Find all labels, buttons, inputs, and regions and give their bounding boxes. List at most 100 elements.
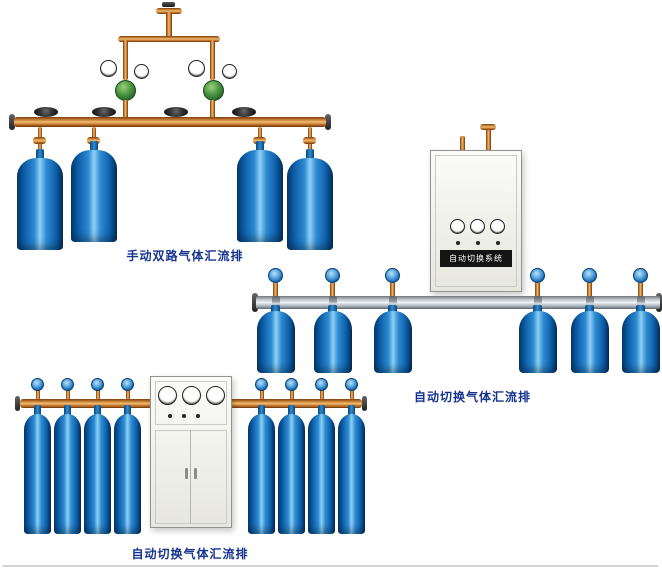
door-handle (194, 468, 197, 479)
cylinder-neck (348, 405, 355, 415)
pipe-joint (272, 296, 280, 309)
valve-stem (638, 282, 643, 297)
pressure-gauge-icon (470, 219, 485, 234)
cylinder-neck (34, 405, 41, 415)
gas-cylinder (114, 414, 141, 534)
cylinder-neck (256, 141, 264, 151)
regulator-outlet-pipe (123, 100, 128, 119)
pipe-joint (637, 296, 645, 309)
regulator-body (203, 80, 224, 101)
cabinet-inlet-pipe (486, 128, 491, 152)
valve-stem (273, 282, 278, 297)
cylinder-neck (306, 149, 314, 159)
valve-stem (126, 386, 130, 400)
cabinet-panel-outline (435, 155, 517, 287)
indicator-light (168, 414, 172, 418)
door-divider (190, 430, 191, 524)
cylinder-neck (64, 405, 71, 415)
pressure-gauge-icon (188, 60, 205, 77)
cylinder-neck (271, 305, 280, 313)
valve-handwheel-icon (92, 107, 116, 117)
gas-cylinder (308, 414, 335, 534)
gas-cylinder (278, 414, 305, 534)
manifold-pipe (14, 117, 326, 127)
valve-stem (390, 282, 395, 297)
left-drop-pipe (123, 40, 128, 80)
product-caption: 自动切换气体汇流排 (131, 547, 249, 561)
valve-stem (66, 386, 70, 400)
top-valve-handle (162, 2, 175, 7)
pipe-joint (586, 296, 594, 309)
cabinet-panel-outline (155, 381, 227, 425)
page-bottom-divider (2, 565, 658, 567)
indicator-light (496, 241, 500, 245)
regulator-body (115, 80, 136, 101)
cylinder-neck (636, 305, 645, 313)
manifold-end-cap (362, 396, 367, 411)
product-caption: 手动双路气体汇流排 (126, 249, 244, 263)
valve-handwheel-icon (34, 107, 58, 117)
pipe-joint (534, 296, 542, 309)
regulator-outlet-pipe (210, 100, 215, 119)
valve-stem (36, 386, 40, 400)
manifold-pipe (256, 296, 660, 309)
gas-cylinder (622, 311, 660, 373)
cabinet-inlet-pipe (460, 136, 465, 152)
cylinder-neck (258, 405, 265, 415)
gas-cylinder (237, 150, 283, 242)
cabinet-inlet-valve (480, 124, 496, 130)
cylinder-neck (388, 305, 397, 313)
riser-pipe (166, 12, 172, 40)
gas-cylinder (314, 311, 352, 373)
manifold-end-cap (325, 114, 331, 130)
valve-stem (587, 282, 592, 297)
product-caption: 自动切换气体汇流排 (413, 390, 531, 404)
valve-stem (320, 386, 324, 400)
cylinder-valve (303, 137, 316, 144)
pressure-gauge-icon (182, 386, 201, 405)
cylinder-valve-cap (582, 268, 597, 283)
valve-stem (290, 386, 294, 400)
gas-cylinder (54, 414, 81, 534)
cylinder-valve-cap (255, 378, 268, 391)
gas-cylinder (519, 311, 557, 373)
pipe-joint (329, 296, 337, 309)
gas-cylinder (24, 414, 51, 534)
cylinder-valve-cap (61, 378, 74, 391)
cylinder-neck (328, 305, 337, 313)
pressure-gauge-icon (450, 219, 465, 234)
cylinder-valve-cap (91, 378, 104, 391)
pressure-gauge-icon (206, 386, 225, 405)
gas-cylinder (84, 414, 111, 534)
pressure-gauge-icon (100, 60, 117, 77)
manifold-end-cap (9, 114, 15, 130)
manifold-end-cap (252, 293, 258, 312)
gas-cylinder (374, 311, 412, 373)
valve-stem (260, 386, 264, 400)
cylinder-neck (36, 149, 44, 159)
gas-cylinder (338, 414, 365, 534)
cylinder-valve-cap (633, 268, 648, 283)
header-pipe (118, 36, 220, 42)
gas-cylinder (287, 158, 333, 250)
indicator-light (456, 241, 460, 245)
gas-cylinder (71, 150, 117, 242)
manifold-pipe-right (230, 399, 362, 408)
cylinder-neck (318, 405, 325, 415)
cylinder-valve (253, 137, 266, 144)
cylinder-neck (90, 141, 98, 151)
cylinder-neck (94, 405, 101, 415)
valve-stem (535, 282, 540, 297)
manifold-end-cap (15, 396, 20, 411)
cylinder-valve (33, 137, 46, 144)
door-handle (185, 468, 188, 479)
cylinder-valve-cap (325, 268, 340, 283)
cylinder-valve-cap (315, 378, 328, 391)
right-drop-pipe (210, 40, 215, 80)
cylinder-valve-cap (121, 378, 134, 391)
indicator-light (182, 414, 186, 418)
valve-stem (330, 282, 335, 297)
cylinder-valve-cap (285, 378, 298, 391)
valve-stem (96, 386, 100, 400)
